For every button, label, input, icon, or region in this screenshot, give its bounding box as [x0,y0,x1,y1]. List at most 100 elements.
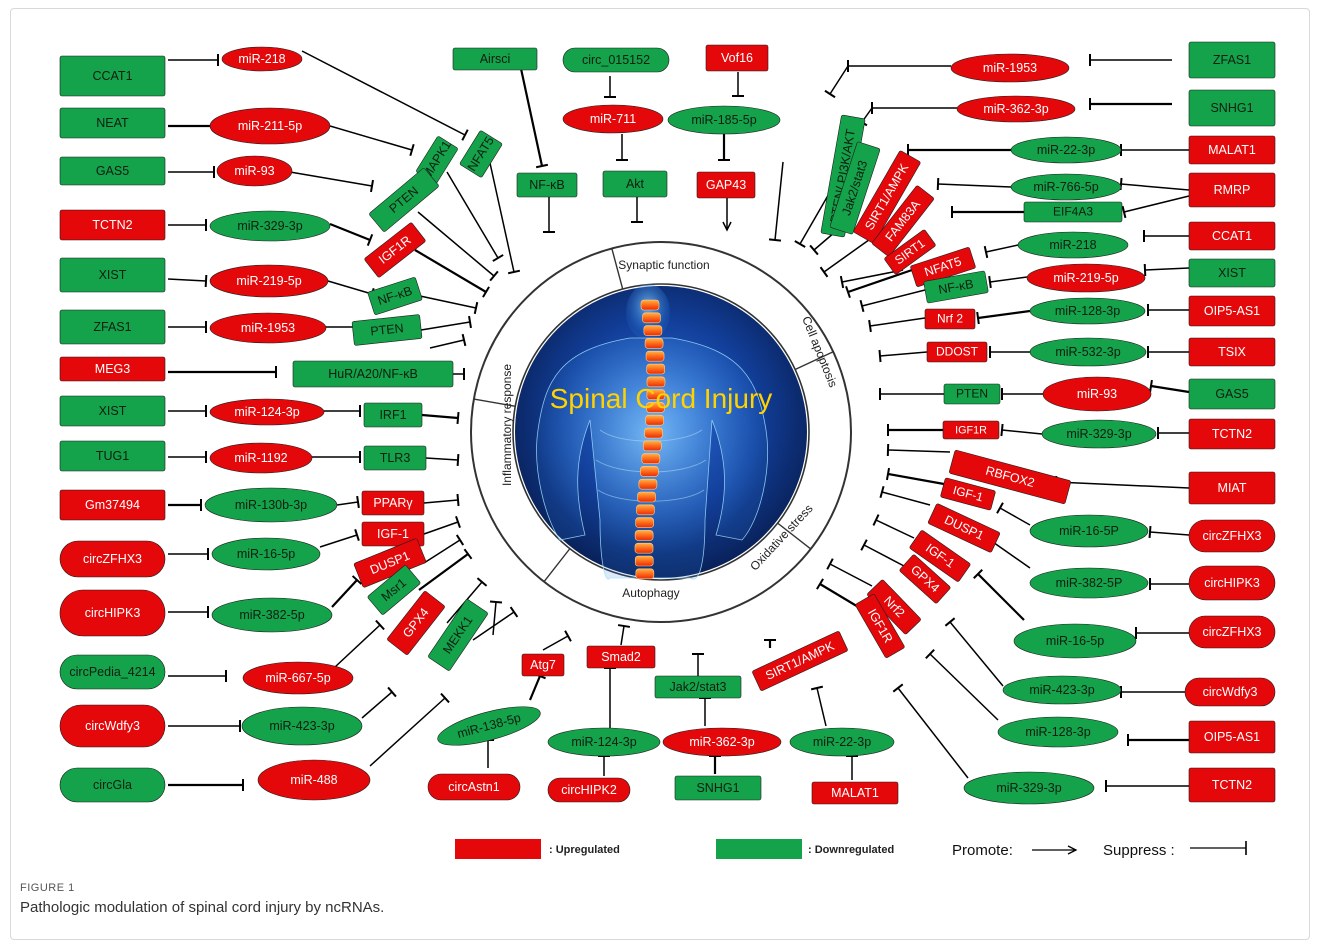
node-malat1: MALAT1 [1189,136,1275,164]
node-mir-423-3p: miR-423-3p [1003,676,1121,704]
node-circwdfy3: circWdfy3 [60,705,165,747]
node-label: circWdfy3 [85,719,140,733]
node-label: TUG1 [96,449,129,463]
suppress-edge [335,621,384,667]
node-label: miR-532-3p [1055,345,1120,359]
node-mir-711: miR-711 [563,105,663,133]
node-nrf-2: Nrf 2 [925,309,975,329]
node-label: miR-766-5p [1033,180,1098,194]
node-label: Nrf 2 [937,312,963,326]
suppress-edge [908,144,1011,156]
node-label: circ_015152 [582,53,650,67]
suppress-edge [1123,196,1189,218]
node-label: miR-218 [1049,238,1096,252]
node-label: TCTN2 [92,218,132,232]
node-label: miR-1953 [983,61,1037,75]
suppress-edge [424,535,463,563]
node-neat: NEAT [60,108,165,138]
node-circhipk2: circHIPK2 [548,778,630,802]
node-label: circPedia_4214 [69,665,155,679]
node-igf1r: IGF1R [943,421,999,439]
suppress-edge [616,134,628,160]
node-label: ZFAS1 [93,320,131,334]
node-label: circHIPK3 [1204,576,1260,590]
legend-suppress-label: Suppress : [1103,842,1175,859]
node-mir-1192: miR-1192 [210,443,312,473]
node-circzfhx3: circZFHX3 [60,541,165,577]
suppress-edge [168,219,206,231]
node-label: miR-93 [1077,387,1117,401]
suppress-edge [328,281,374,300]
suppress-edge [827,559,872,586]
node-smad2: Smad2 [587,646,655,668]
suppress-edge [869,318,925,332]
node-label: Akt [626,177,645,191]
node-mir-124-3p: miR-124-3p [210,399,324,425]
node-mir-362-3p: miR-362-3p [663,728,781,756]
node-mir-382-5p: miR-382-5P [1030,568,1148,598]
node-vof16: Vof16 [706,45,768,71]
node-mir-93: miR-93 [217,156,292,186]
legend-downregulated-label: : Downregulated [808,844,894,856]
node-mir-382-5p: miR-382-5p [212,598,332,632]
node-label: Jak2/stat3 [670,680,727,694]
suppress-edge [1128,734,1189,746]
node-circastn1: circAstn1 [428,774,520,800]
suppress-edge [769,162,783,241]
legend-upregulated-swatch [455,839,541,859]
suppress-edge [168,606,208,618]
node-label: IGF-1 [377,527,409,541]
node-atg7: Atg7 [522,654,564,676]
node-label: miR-219-5p [236,274,301,288]
node-mir-329-3p: miR-329-3p [1042,420,1156,448]
node-mir-185-5p: miR-185-5p [668,106,780,134]
node-mir-423-3p: miR-423-3p [242,707,362,745]
node-mir-211-5p: miR-211-5p [210,108,330,144]
suppress-edge [1121,686,1185,698]
suppress-edge [482,740,494,768]
node-label: miR-128-3p [1025,725,1090,739]
node-mir-329-3p: miR-329-3p [964,772,1094,804]
suppress-edge [989,276,1027,288]
suppress-edge [985,245,1018,258]
suppress-edge [873,515,914,538]
node-mir-488: miR-488 [258,760,370,800]
node-label: CCAT1 [1212,229,1252,243]
node-label: OIP5-AS1 [1204,304,1260,318]
node-label: EIF4A3 [1053,205,1093,219]
node-label: Airsci [480,52,511,66]
suppress-edge [841,270,903,288]
node-nfat5: NFAT5 [459,130,502,178]
suppress-edge [861,290,925,312]
suppress-edge [1144,230,1189,242]
node-zfas1: ZFAS1 [60,310,165,344]
suppress-edge [888,424,943,436]
suppress-edge [888,444,950,456]
suppress-edge [1106,780,1189,792]
node-gas5: GAS5 [1189,379,1275,409]
node-label: miR-22-3p [1037,143,1095,157]
suppress-edge [543,631,571,650]
node-label: miR-219-5p [1053,271,1118,285]
suppress-edge [764,640,776,648]
node-label: miR-423-3p [269,719,334,733]
node-label: miR-218 [238,52,285,66]
legend-promote-label: Promote: [952,842,1013,859]
node-mir-218: miR-218 [222,47,302,71]
suppress-edge [424,494,459,506]
suppress-edge [453,368,464,380]
node-mir-1953: miR-1953 [210,313,326,343]
node-circgla: circGla [60,768,165,802]
category-autophagy: Autophagy [622,586,679,600]
suppress-edge [990,346,1030,358]
suppress-edge [618,625,630,645]
suppress-edge [420,296,477,314]
node-label: miR-124-3p [571,735,636,749]
node-label: MEG3 [95,362,130,376]
suppress-edge [168,670,226,682]
node-mir-130b-3p: miR-130b-3p [205,488,337,522]
node-pten: PTEN [369,168,440,233]
node-circhipk3: circHIPK3 [1189,566,1275,600]
node-label: Vof16 [721,51,753,65]
